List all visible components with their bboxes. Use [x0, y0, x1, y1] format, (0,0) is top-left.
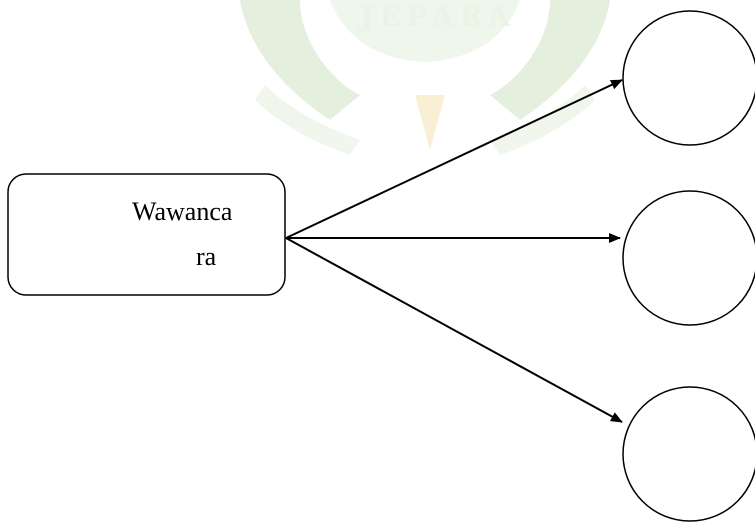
source-node-label-line2: ra [196, 242, 217, 271]
watermark-logo: JEPARA [240, 0, 610, 155]
source-node-label-line1: Wawanca [132, 197, 233, 226]
target-node-3 [622, 386, 755, 522]
arrow-to-target-1 [285, 79, 623, 239]
source-node: Wawanca ra [7, 173, 286, 296]
target-node-2 [622, 190, 755, 326]
watermark-text: JEPARA [357, 0, 516, 33]
source-node-box [7, 173, 286, 296]
arrow-to-target-3 [285, 237, 623, 423]
target-node-1 [622, 10, 755, 146]
